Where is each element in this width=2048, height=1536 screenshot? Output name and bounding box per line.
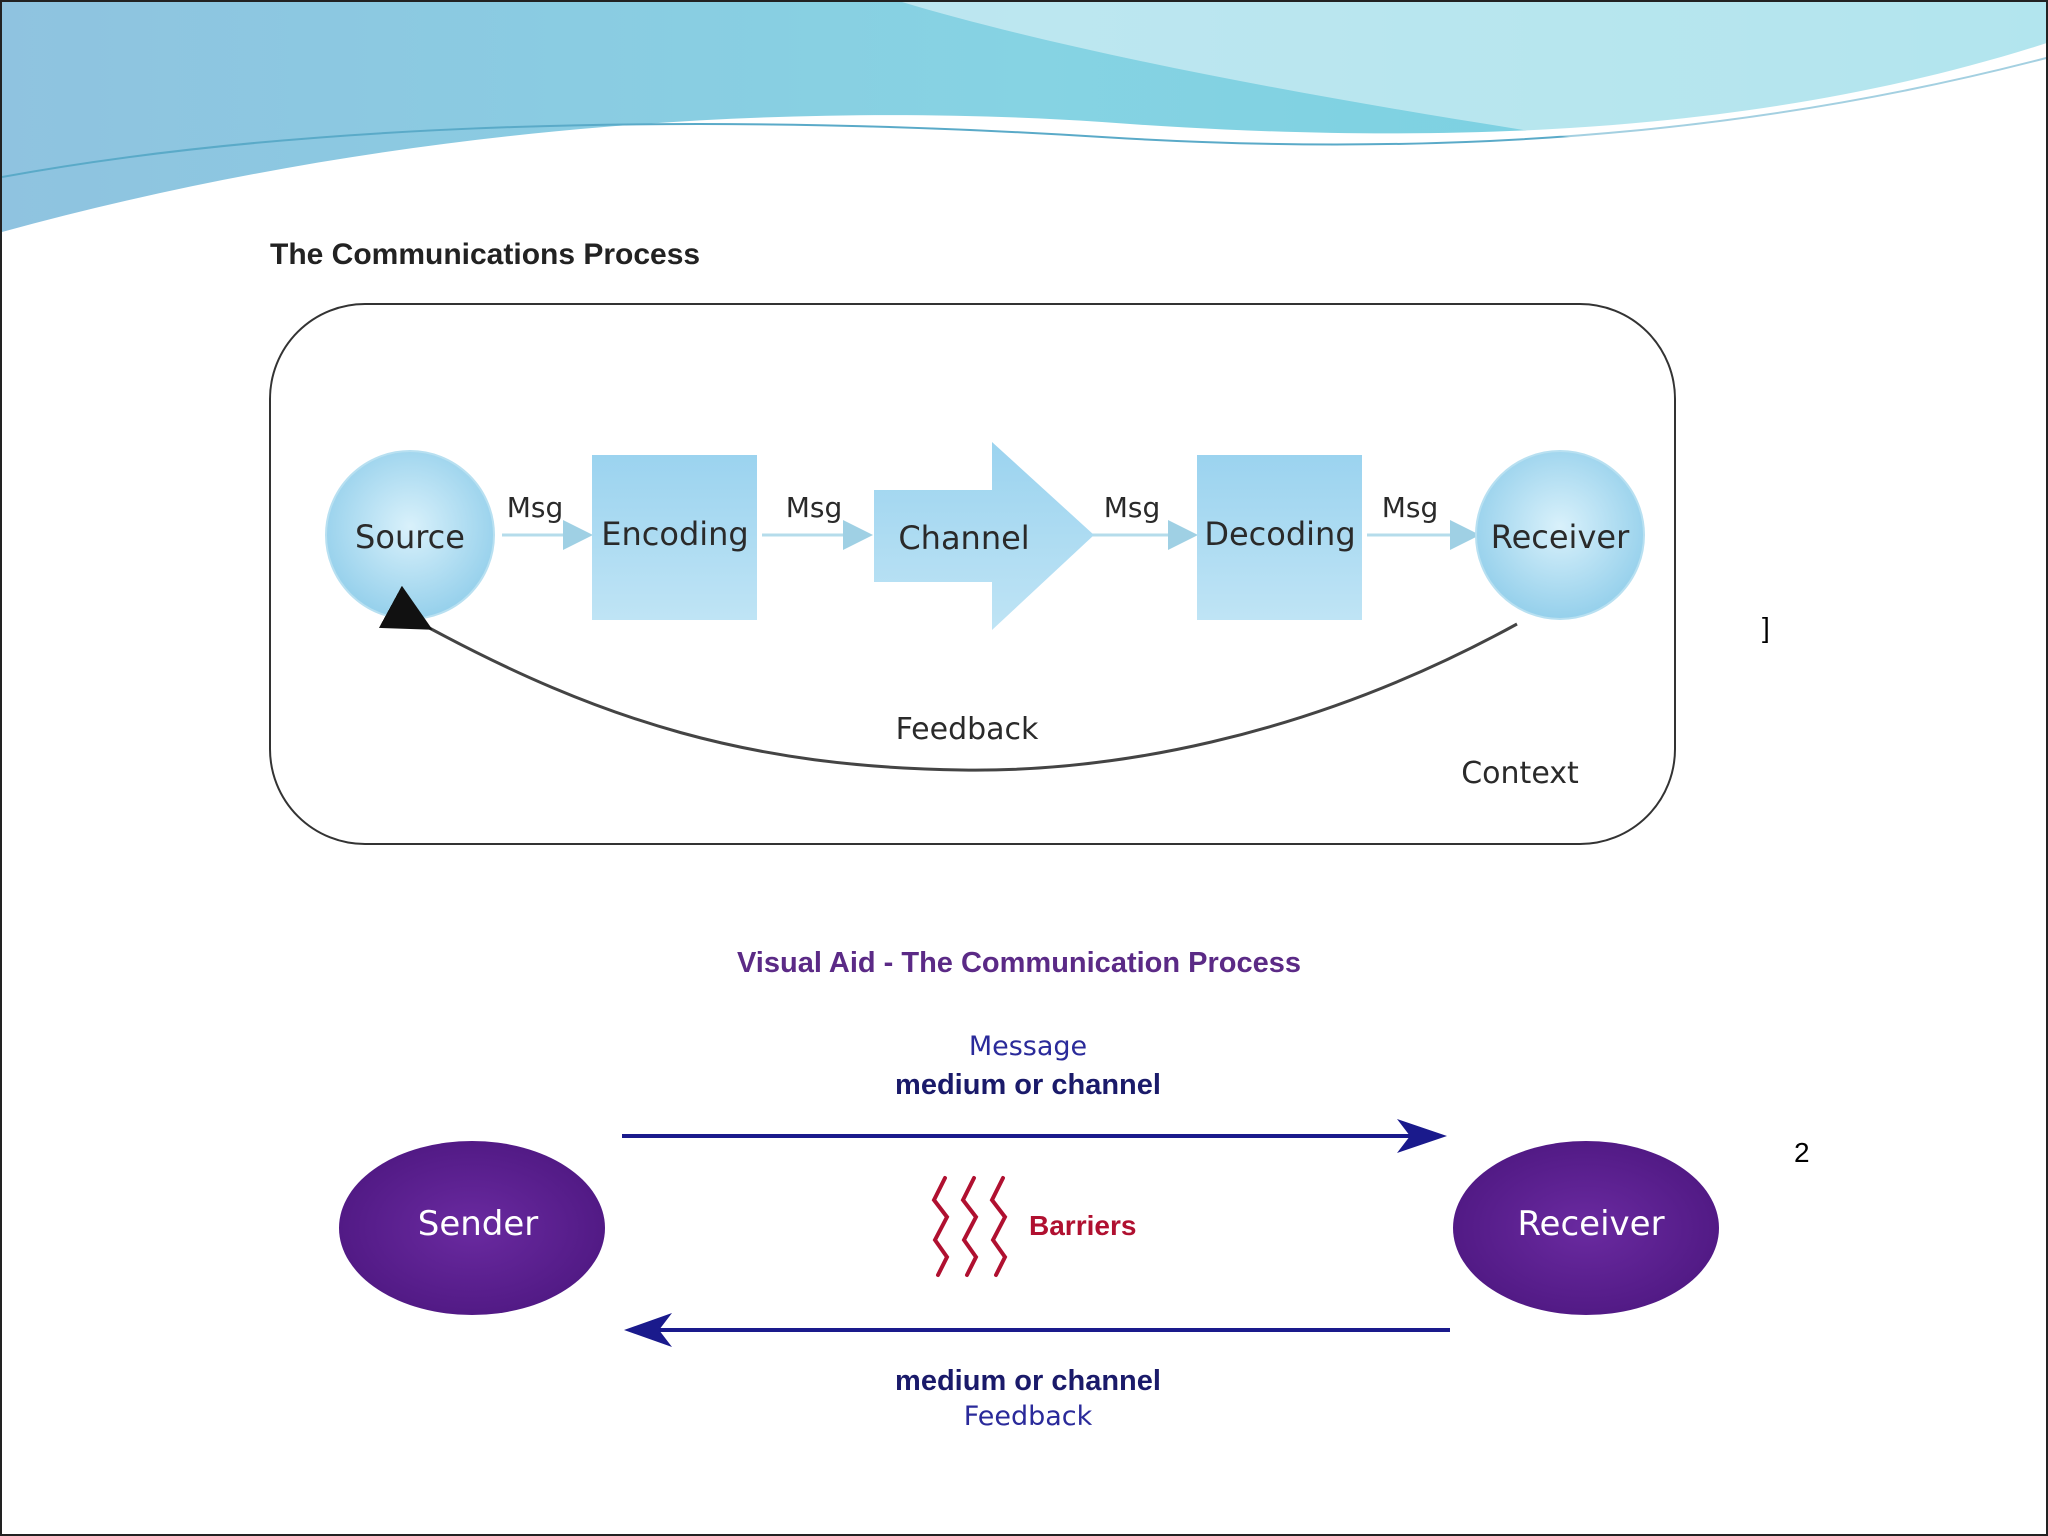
- context-label: Context: [1461, 756, 1579, 791]
- msg-label-3: Msg: [1104, 491, 1161, 524]
- bottom-medium-label: medium or channel: [895, 1365, 1161, 1397]
- communications-process-diagram: The Communications Process Source Encodi…: [269, 238, 1676, 845]
- msg-label-1: Msg: [507, 491, 564, 524]
- diagram1-title: The Communications Process: [270, 238, 700, 271]
- receiver-ellipse: [1453, 1141, 1719, 1315]
- feedback-return-arrow: [624, 1313, 1450, 1347]
- feedback-label: Feedback: [896, 712, 1039, 747]
- bottom-feedback-label: Feedback: [964, 1401, 1093, 1432]
- context-border: [269, 303, 1676, 845]
- msg-label-2: Msg: [786, 491, 843, 524]
- source-label: Source: [355, 518, 465, 556]
- header-wave: [2, 2, 2046, 232]
- encoding-node: [592, 455, 757, 620]
- message-arrow: [622, 1119, 1447, 1153]
- diagram2-title: Visual Aid - The Communication Process: [737, 947, 1301, 979]
- channel-label: Channel: [898, 519, 1029, 557]
- barrier-icon: [931, 1176, 1008, 1277]
- decoding-label: Decoding: [1204, 515, 1355, 553]
- msg-label-4: Msg: [1382, 491, 1439, 524]
- encoding-label: Encoding: [601, 515, 748, 553]
- receiver-ellipse-label: Receiver: [1517, 1204, 1664, 1244]
- receiver-label: Receiver: [1491, 518, 1630, 556]
- channel-node: [874, 442, 1094, 630]
- sender-label: Sender: [418, 1204, 539, 1244]
- decoding-node: [1197, 455, 1362, 620]
- top-medium-label: medium or channel: [895, 1069, 1161, 1101]
- feedback-arrow: [378, 585, 1518, 772]
- side-mark-2: 2: [1794, 1137, 1810, 1168]
- top-message-label: Message: [969, 1031, 1087, 1062]
- side-mark-1: ]: [1762, 612, 1770, 643]
- receiver-node: [1475, 450, 1645, 620]
- barriers-label: Barriers: [1029, 1210, 1136, 1241]
- sender-node: [339, 1141, 605, 1315]
